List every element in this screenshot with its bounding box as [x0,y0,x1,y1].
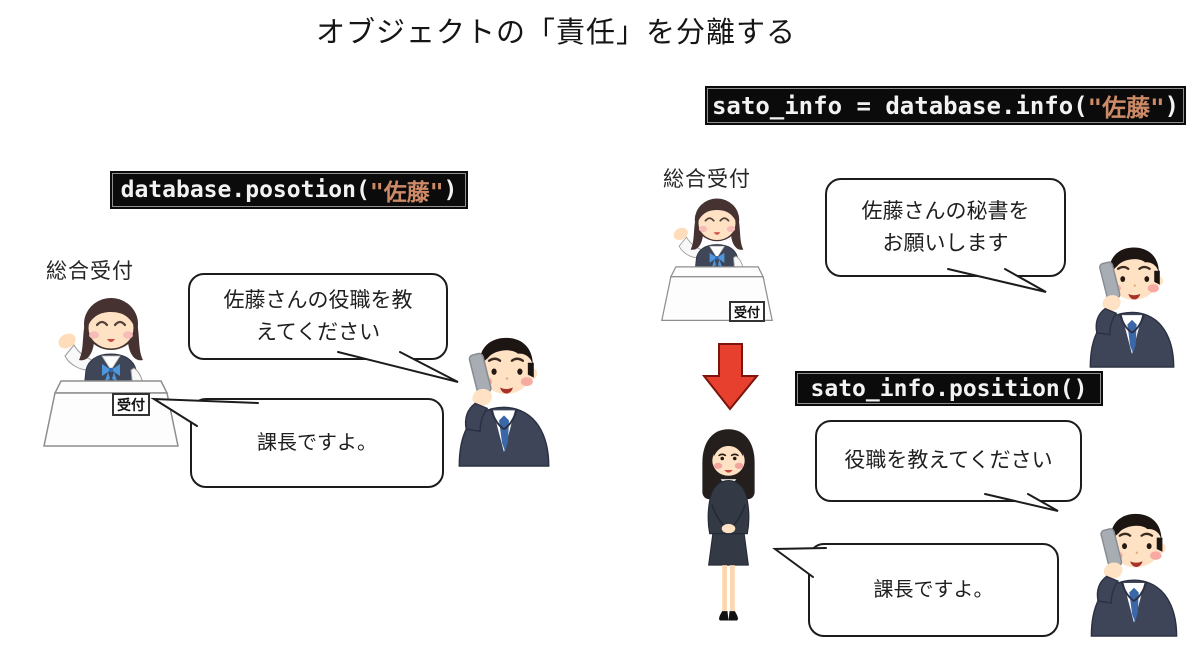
desk-sign-left: 受付 [112,393,150,416]
code-text: sato_info = database.info( [711,91,1088,120]
man-on-phone-top-right-illustration [1074,229,1190,368]
bubble-line: 課長ですよ。 [257,432,377,454]
speech-bubble-request-position-left: 佐藤さんの役職を教 えてください [188,273,448,360]
man-on-phone-bottom-right-illustration [1075,495,1193,637]
man-on-phone-left-illustration [442,318,566,467]
receptionist-left-illustration [40,278,182,448]
bubble-line: 役職を教えてください [844,449,1053,473]
code-text: sato_info.position() [810,375,1088,402]
code-text: ) [443,177,458,203]
red-down-arrow [701,343,760,411]
bubble-line: 佐藤さんの秘書を [861,200,1030,223]
desk-sign-right: 受付 [729,301,765,322]
code-block-sato-info-position: sato_info.position() [795,371,1103,406]
bubble-line: 佐藤さんの役職を教 [223,289,413,312]
bubble-line: お願いします [882,231,1009,255]
receptionist-label-left: 総合受付 [46,260,134,283]
code-text: ) [1164,91,1180,120]
speech-bubble-request-position-right: 役職を教えてください [815,420,1082,502]
code-string-literal: "佐藤" [369,180,444,206]
code-block-database-info: sato_info = database.info("佐藤") [705,86,1186,125]
code-string-literal: "佐藤" [1087,94,1165,122]
bubble-line: 課長ですよ。 [873,579,994,601]
speech-bubble-reply-right: 課長ですよ。 [808,543,1059,637]
bubble-line: えてください [255,320,381,344]
speech-bubble-request-secretary: 佐藤さんの秘書を お願いします [825,178,1066,277]
code-text: database.posotion( [120,177,370,203]
secretary-illustration [688,423,769,632]
page-title: オブジェクトの「責任」を分離する [315,17,796,49]
speech-bubble-reply-left: 課長ですよ。 [190,398,444,488]
receptionist-label-right: 総合受付 [663,168,751,191]
code-block-database-position: database.posotion("佐藤") [110,171,468,209]
